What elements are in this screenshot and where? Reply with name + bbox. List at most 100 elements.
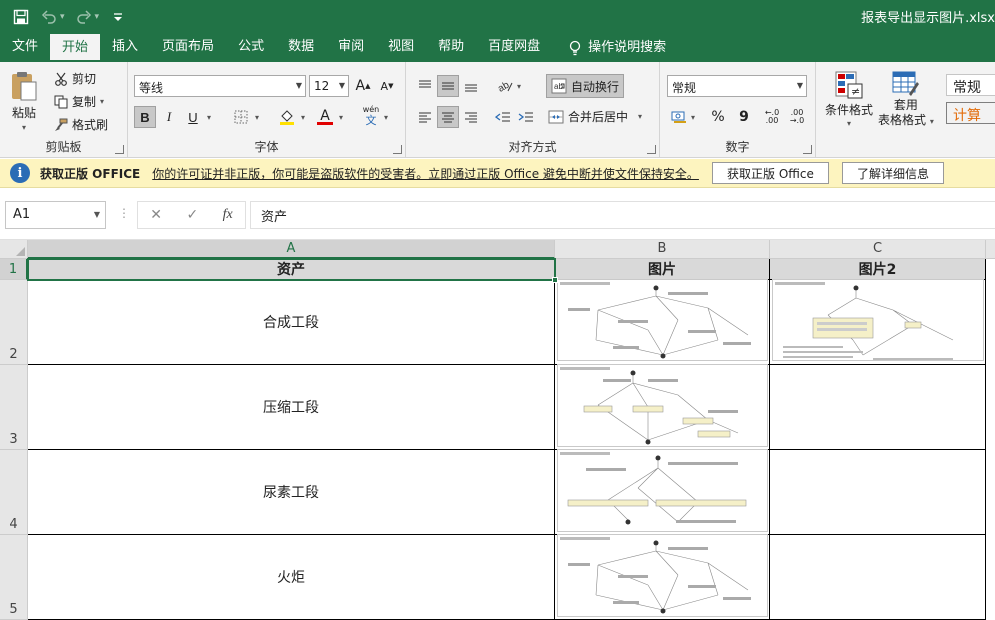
align-left-button[interactable] bbox=[414, 106, 436, 128]
wrap-text-button[interactable]: ab 自动换行 bbox=[546, 74, 625, 98]
learn-more-button[interactable]: 了解详细信息 bbox=[842, 162, 945, 184]
row-header-1[interactable]: 1 bbox=[0, 259, 28, 280]
save-icon[interactable] bbox=[10, 6, 32, 28]
get-genuine-office-button[interactable]: 获取正版 Office bbox=[712, 162, 829, 184]
redo-icon[interactable] bbox=[73, 6, 95, 28]
undo-dropdown-icon[interactable]: ▾ bbox=[60, 12, 65, 22]
cell-a4[interactable]: 尿素工段 bbox=[28, 450, 555, 535]
cell-c2[interactable] bbox=[770, 280, 986, 365]
row-header-4[interactable]: 4 bbox=[0, 450, 28, 535]
embedded-image-c2[interactable] bbox=[772, 279, 984, 361]
number-format-dropdown-icon[interactable]: ▼ bbox=[796, 81, 803, 90]
merge-center-button[interactable]: 合并后居中 ▾ bbox=[548, 108, 642, 125]
font-size-dropdown-icon[interactable]: ▼ bbox=[338, 81, 345, 90]
tell-me-search[interactable]: 操作说明搜索 bbox=[552, 34, 678, 62]
name-box[interactable]: A1 ▼ bbox=[5, 201, 106, 229]
name-box-dropdown-icon[interactable]: ▼ bbox=[93, 210, 100, 219]
align-right-button[interactable] bbox=[460, 106, 482, 128]
fill-color-button[interactable] bbox=[276, 106, 298, 128]
tab-insert[interactable]: 插入 bbox=[112, 39, 139, 54]
decrease-font-size-button[interactable]: A▼ bbox=[380, 79, 394, 93]
conditional-formatting-dropdown-icon[interactable]: ▾ bbox=[847, 119, 852, 128]
accounting-dropdown-icon[interactable]: ▾ bbox=[691, 113, 696, 122]
cell-a5[interactable]: 火炬 bbox=[28, 535, 555, 620]
tab-baidu-netdisk[interactable]: 百度网盘 bbox=[488, 39, 541, 54]
confirm-entry-icon[interactable]: ✓ bbox=[186, 207, 199, 223]
cell-c5[interactable] bbox=[770, 535, 986, 620]
redo-dropdown-icon[interactable]: ▾ bbox=[94, 12, 100, 22]
italic-button[interactable]: I bbox=[166, 109, 172, 124]
column-header-a[interactable]: A bbox=[28, 240, 555, 259]
embedded-image-b3[interactable] bbox=[557, 364, 768, 447]
tab-view[interactable]: 视图 bbox=[388, 39, 415, 54]
align-middle-button[interactable] bbox=[437, 75, 459, 97]
column-header-c[interactable]: C bbox=[770, 240, 986, 259]
percent-style-button[interactable]: % bbox=[711, 109, 725, 125]
tab-file[interactable]: 文件 bbox=[12, 39, 39, 54]
phonetic-dropdown-icon[interactable]: ▾ bbox=[384, 113, 389, 122]
align-bottom-button[interactable] bbox=[460, 75, 482, 97]
embedded-image-b4[interactable] bbox=[557, 449, 768, 532]
copy-button[interactable]: 复制 ▾ bbox=[54, 93, 104, 110]
embedded-image-b5[interactable] bbox=[557, 534, 768, 617]
borders-button[interactable] bbox=[230, 106, 252, 128]
decrease-indent-button[interactable] bbox=[492, 106, 514, 128]
row-header-2[interactable]: 2 bbox=[0, 280, 28, 365]
align-top-button[interactable] bbox=[414, 75, 436, 97]
underline-button[interactable]: U bbox=[188, 109, 198, 125]
bold-button[interactable]: B bbox=[134, 106, 156, 128]
font-color-button[interactable]: A bbox=[314, 106, 336, 128]
cancel-entry-icon[interactable]: ✕ bbox=[150, 207, 162, 223]
borders-dropdown-icon[interactable]: ▾ bbox=[255, 113, 260, 122]
tab-page-layout[interactable]: 页面布局 bbox=[162, 39, 215, 54]
formula-input[interactable]: 资产 bbox=[250, 201, 995, 229]
increase-indent-button[interactable] bbox=[515, 106, 537, 128]
tab-review[interactable]: 审阅 bbox=[338, 39, 365, 54]
embedded-image-b2[interactable] bbox=[557, 279, 768, 361]
format-painter-button[interactable]: 格式刷 bbox=[54, 116, 108, 133]
paste-button[interactable]: 粘贴 ▾ bbox=[10, 70, 38, 132]
tab-data[interactable]: 数据 bbox=[288, 39, 315, 54]
customize-qat-icon[interactable] bbox=[107, 6, 129, 28]
conditional-formatting-button[interactable]: ≠ 条件格式 ▾ bbox=[825, 70, 873, 128]
cell-a1[interactable]: 资产 bbox=[28, 259, 555, 280]
tab-formulas[interactable]: 公式 bbox=[238, 39, 265, 54]
clipboard-launcher-icon[interactable] bbox=[115, 145, 124, 154]
align-center-button[interactable] bbox=[437, 106, 459, 128]
cell-style-normal[interactable]: 常规 bbox=[946, 74, 995, 96]
number-launcher-icon[interactable] bbox=[803, 145, 812, 154]
tab-help[interactable]: 帮助 bbox=[438, 39, 465, 54]
info-bar-message[interactable]: 你的许可证并非正版，你可能是盗版软件的受害者。立即通过正版 Office 避免中… bbox=[152, 166, 699, 181]
select-all-corner[interactable] bbox=[0, 240, 28, 259]
comma-style-button[interactable]: 9 bbox=[739, 109, 749, 125]
row-header-5[interactable]: 5 bbox=[0, 535, 28, 620]
fill-handle[interactable] bbox=[552, 277, 558, 283]
cut-button[interactable]: 剪切 bbox=[54, 70, 96, 87]
cell-c1[interactable]: 图片2 bbox=[770, 259, 986, 280]
font-launcher-icon[interactable] bbox=[393, 145, 402, 154]
font-name-dropdown-icon[interactable]: ▼ bbox=[295, 81, 302, 90]
format-as-table-button[interactable]: 套用 表格格式 ▾ bbox=[878, 70, 934, 129]
merge-center-dropdown-icon[interactable]: ▾ bbox=[638, 112, 643, 121]
undo-icon[interactable] bbox=[38, 6, 60, 28]
font-size-combo[interactable]: 12 ▼ bbox=[309, 75, 349, 97]
accounting-format-button[interactable] bbox=[668, 106, 690, 128]
insert-function-icon[interactable]: fx bbox=[222, 207, 233, 222]
column-header-b[interactable]: B bbox=[555, 240, 770, 259]
copy-dropdown-icon[interactable]: ▾ bbox=[100, 97, 105, 106]
orientation-dropdown-icon[interactable]: ▾ bbox=[517, 82, 522, 91]
worksheet-grid[interactable]: A B C 1 2 3 4 5 资产 图片 图片2 合成工段 压缩工段 尿素工段… bbox=[0, 240, 995, 620]
fill-color-dropdown-icon[interactable]: ▾ bbox=[301, 113, 306, 122]
underline-dropdown-icon[interactable]: ▾ bbox=[207, 113, 212, 122]
row-header-3[interactable]: 3 bbox=[0, 365, 28, 450]
alignment-launcher-icon[interactable] bbox=[647, 145, 656, 154]
increase-font-size-button[interactable]: A▲ bbox=[355, 78, 371, 94]
decrease-decimal-button[interactable]: .00 →.0 bbox=[789, 108, 805, 125]
paste-dropdown-icon[interactable]: ▾ bbox=[21, 123, 26, 132]
font-name-combo[interactable]: 等线 ▼ bbox=[134, 75, 306, 97]
cell-c3[interactable] bbox=[770, 365, 986, 450]
number-format-combo[interactable]: 常规 ▼ bbox=[667, 75, 807, 97]
format-as-table-dropdown-icon[interactable]: ▾ bbox=[929, 117, 934, 126]
cell-b1[interactable]: 图片 bbox=[555, 259, 770, 280]
cell-c4[interactable] bbox=[770, 450, 986, 535]
